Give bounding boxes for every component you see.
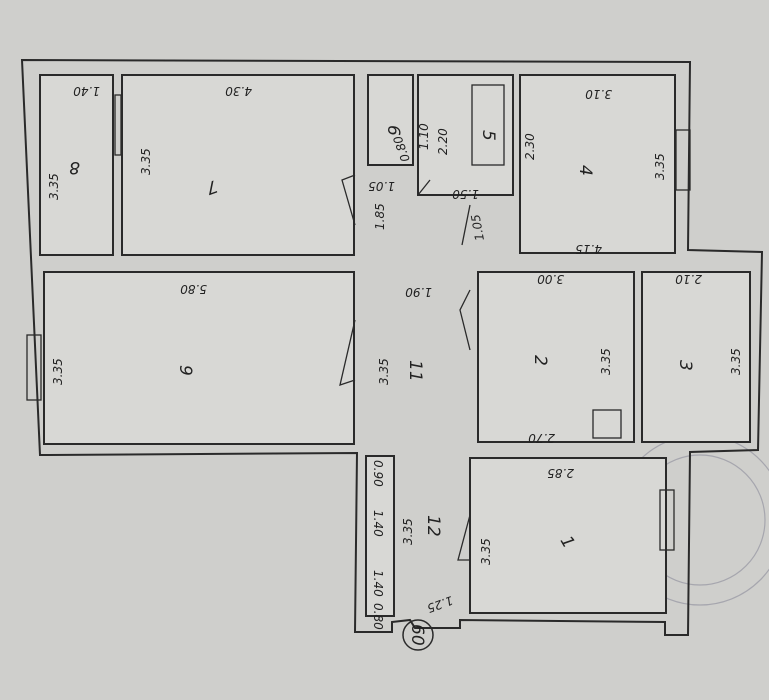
dimension: 1.40 xyxy=(73,84,100,98)
dimension: 0.80 xyxy=(371,603,385,630)
room-12-closet xyxy=(365,455,395,617)
bathtub xyxy=(471,84,505,166)
dimension: 2.70 xyxy=(528,431,555,445)
room-1 xyxy=(469,457,667,614)
dimension: 1.05 xyxy=(368,179,395,193)
room-9 xyxy=(43,271,355,445)
dimension: 1.25 xyxy=(425,593,455,615)
window xyxy=(26,94,691,551)
room-2 xyxy=(477,271,635,443)
door xyxy=(339,174,471,561)
dimension: 1.50 xyxy=(452,187,479,201)
dimension: 3.35 xyxy=(51,358,65,385)
dimension: 1.10 xyxy=(417,123,431,150)
dimension: 3.35 xyxy=(729,348,743,375)
room-number: 11 xyxy=(405,360,425,382)
room-4 xyxy=(519,74,676,254)
dimension: 2.85 xyxy=(547,466,574,480)
dimension: 4.30 xyxy=(225,84,252,98)
dimension: 1.40 xyxy=(371,510,385,537)
room-number: 6 xyxy=(383,125,403,136)
dimension: 3.35 xyxy=(139,148,153,175)
outer-wall xyxy=(20,58,764,636)
dimension: 4.15 xyxy=(575,242,602,256)
dimension: 1.40 xyxy=(371,570,385,597)
room-8 xyxy=(39,74,114,256)
room-number: 12 xyxy=(423,515,443,537)
dimension: 0.90 xyxy=(371,460,385,487)
dimension: 1.85 xyxy=(373,203,387,230)
room-labels: 8 1.40 3.35 7 4.30 3.35 9 5.80 3.35 6 1.… xyxy=(47,84,743,630)
dimension: 5.80 xyxy=(180,282,207,296)
dimension: 3.35 xyxy=(401,518,415,545)
svg-text:60: 60 xyxy=(407,624,427,646)
room-number: 5 xyxy=(478,130,498,141)
room-3 xyxy=(641,271,751,443)
unit-number-badge: 60 xyxy=(402,619,434,651)
room-5 xyxy=(417,74,514,196)
room-7 xyxy=(121,74,355,256)
room-number: 3 xyxy=(675,360,695,371)
dimension: 3.35 xyxy=(653,153,667,180)
dimension: 1.05 xyxy=(469,213,487,242)
dimension: 3.35 xyxy=(47,173,61,200)
dimension: 2.10 xyxy=(675,272,702,286)
room-number: 2 xyxy=(530,355,550,366)
room-number: 9 xyxy=(175,365,195,376)
dimension: 3.00 xyxy=(537,272,564,286)
room-number: 4 xyxy=(575,165,595,176)
dimension: 2.20 xyxy=(436,128,450,155)
dimension: 1.90 xyxy=(405,285,432,299)
dimension: 3.35 xyxy=(599,348,613,375)
dimension: 3.35 xyxy=(479,538,493,565)
dimension: 3.10 xyxy=(585,87,612,101)
stove-icon xyxy=(592,409,622,439)
dimension: 3.35 xyxy=(377,358,391,385)
dimension: 2.30 xyxy=(523,133,537,160)
room-6 xyxy=(367,74,414,166)
room-number: 8 xyxy=(69,157,80,177)
